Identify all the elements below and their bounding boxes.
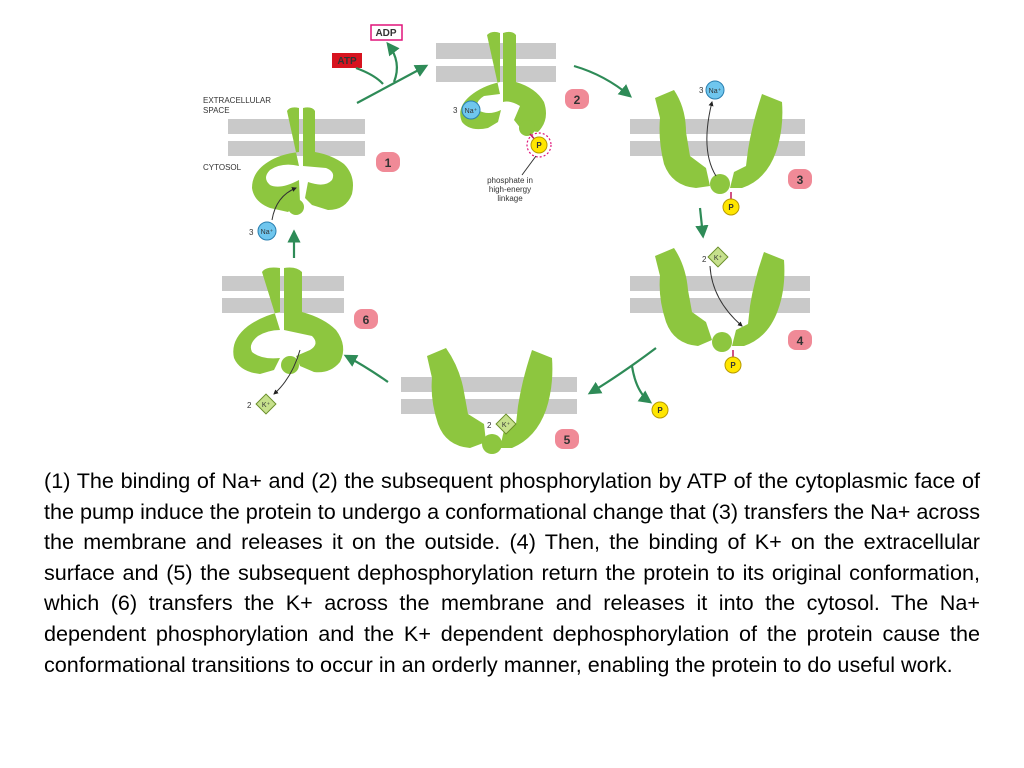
step-number-2: 2 [574,93,581,107]
na-exit-arrow [706,101,717,177]
k-ion-4 [707,246,729,268]
cycle-arrow-3-to-4 [695,207,709,239]
extracellular-label-line1: EXTRACELLULAR [203,96,271,105]
na-label-3: Na⁺ [709,88,722,95]
protein-foot [519,120,535,136]
atp-input-arrow [355,66,384,85]
na-label-1: Na⁺ [261,229,274,236]
phosphate-4 [724,356,742,374]
step-badge-4 [788,330,812,350]
phosphate-label-4: P [730,361,736,370]
protein-right-half [284,267,344,373]
k-count-5: 2 [487,421,492,430]
na-count-3: 3 [699,86,704,95]
phosphate-note-pointer [521,155,537,176]
protein-right-half [303,107,353,210]
k-ion-5 [495,413,517,435]
pump-state-1: 1 3 Na⁺ [228,107,400,241]
phosphate-label-3: P [728,203,734,212]
step-number-3: 3 [797,173,804,187]
caption-paragraph: (1) The binding of Na+ and (2) the subse… [44,468,980,677]
phosphate-note-line2: high-energy [489,185,531,194]
step-number-1: 1 [385,156,392,170]
protein-left-half [655,90,710,188]
cytosol-label: CYTOSOL [203,163,242,172]
pump-state-6: 2 K⁺ 6 [222,267,378,415]
phosphate-3 [722,198,740,216]
membrane-lower [630,141,805,156]
cycle-arrow-5-to-6 [343,354,389,383]
pump-state-3: 3 Na⁺ P 3 [630,80,812,216]
cycle-arrow-2-to-3 [573,64,633,98]
released-phosphate-label: P [657,406,663,415]
protein-foot [710,174,730,194]
adp-release-arrow [386,41,400,83]
protein-right-half [503,31,546,132]
protein-left-half [655,248,712,346]
atp-label: ATP [337,56,357,67]
k-exit-arrow [273,349,301,395]
step-badge-2 [565,89,589,109]
membrane-lower [222,298,344,313]
protein-left-half [252,107,300,212]
protein-right-half [500,350,553,448]
protein-right-half [730,94,783,188]
protein-left-half [427,348,486,448]
adp-label: ADP [375,28,396,39]
na-entry-arrow [271,187,297,221]
step-badge-6 [354,309,378,329]
pump-state-4: 2 K⁺ P 4 [630,246,812,374]
adp-box [370,24,403,41]
na-ion-1 [257,221,277,241]
step-number-5: 5 [564,433,571,447]
phosphate-release-arrow [630,365,653,404]
step-number-4: 4 [797,334,804,348]
k-label-5: K⁺ [502,422,511,429]
na-count-1: 3 [249,228,254,237]
step-badge-3 [788,169,812,189]
k-entry-arrow [709,265,743,327]
phosphate-label-2: P [536,141,542,150]
step-number-6: 6 [363,313,370,327]
na-ion-3 [705,80,725,100]
protein-foot [288,199,304,215]
pump-state-2: 3 Na⁺ P phosphate in high-energy linkage… [436,31,589,203]
protein-right-half [732,252,785,346]
protein-left-half [233,267,280,374]
na-ion-2 [461,100,481,120]
protein-foot [712,332,732,352]
phosphate-burst: P [526,132,552,158]
k-count-4: 2 [702,255,707,264]
k-label-4: K⁺ [714,255,723,262]
phosphate-note-line1: phosphate in [487,176,533,185]
sodium-potassium-pump-diagram: EXTRACELLULAR SPACE CYTOSOL 1 3 Na⁺ 3 Na… [203,24,812,454]
phosphate-note-line3: linkage [497,194,523,203]
atp-box [332,53,362,68]
step-badge-5 [555,429,579,449]
k-label-6: K⁺ [262,402,271,409]
protein-foot [482,434,502,454]
membrane-upper [222,276,344,291]
pump-state-5: 2 K⁺ 5 [401,348,579,454]
k-count-6: 2 [247,401,252,410]
step-badge-1 [376,152,400,172]
na-label-2: Na⁺ [465,108,478,115]
cycle-arrow-4-to-5 [587,347,657,395]
na-count-2: 3 [453,106,458,115]
released-phosphate [651,401,669,419]
k-ion-6 [255,393,277,415]
protein-foot [281,356,299,374]
cycle-arrow-1-to-2 [356,64,429,104]
membrane-lower [401,399,577,414]
extracellular-label-line2: SPACE [203,106,230,115]
